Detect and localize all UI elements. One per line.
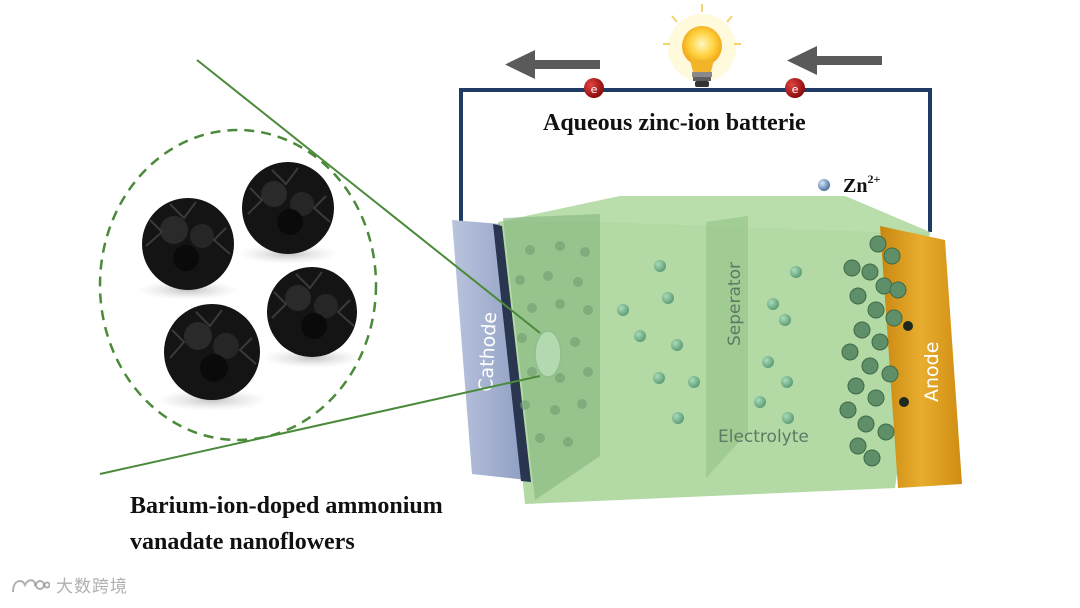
electron-symbol: e bbox=[591, 83, 598, 96]
anode-label: Anode bbox=[921, 342, 943, 402]
zoom-spot bbox=[534, 330, 562, 378]
zinc-ion-symbol: Zn bbox=[843, 175, 867, 197]
light-bulb-icon bbox=[663, 4, 741, 87]
electron-flow-arrow-left bbox=[505, 50, 600, 79]
electron-symbol: e bbox=[792, 83, 799, 96]
zoom-circle bbox=[98, 128, 378, 442]
watermark: 大数跨境 bbox=[10, 572, 128, 597]
zinc-ion-legend: Zn2+ bbox=[818, 172, 880, 197]
separator: Seperator bbox=[706, 216, 748, 478]
electron-flow-arrow-right bbox=[787, 46, 882, 75]
zoom-line-bottom bbox=[99, 375, 541, 475]
cathode-active-particles bbox=[515, 241, 593, 447]
material-caption-line2: vanadate nanoflowers bbox=[130, 529, 355, 555]
nanoflower-1 bbox=[136, 198, 240, 300]
nanoflower-3 bbox=[262, 267, 362, 368]
nanoflower-2 bbox=[238, 162, 338, 264]
electron-left: e bbox=[584, 78, 604, 98]
separator-label: Seperator bbox=[725, 262, 745, 346]
anode-deposit bbox=[839, 235, 907, 467]
nanoflower-4 bbox=[156, 304, 268, 411]
circuit-wire bbox=[459, 88, 932, 232]
svg-text:Zn2+: Zn2+ bbox=[843, 172, 880, 197]
cathode: Cathode bbox=[452, 220, 531, 482]
cathode-label: Cathode bbox=[475, 311, 501, 392]
watermark-text: 大数跨境 bbox=[56, 577, 128, 597]
watermark-logo bbox=[12, 578, 50, 592]
zoom-line-top bbox=[196, 59, 541, 334]
diagram-title: Aqueous zinc-ion batterie bbox=[543, 110, 806, 136]
zinc-ion-charge: 2+ bbox=[867, 172, 880, 186]
anode-nuclei bbox=[899, 321, 913, 407]
electrolyte-label: Electrolyte bbox=[718, 427, 809, 447]
electrolyte-body bbox=[498, 196, 930, 504]
material-caption-line1: Barium-ion-doped ammonium bbox=[130, 493, 443, 519]
electrolyte-ions bbox=[617, 260, 802, 424]
electron-right: e bbox=[785, 78, 805, 98]
